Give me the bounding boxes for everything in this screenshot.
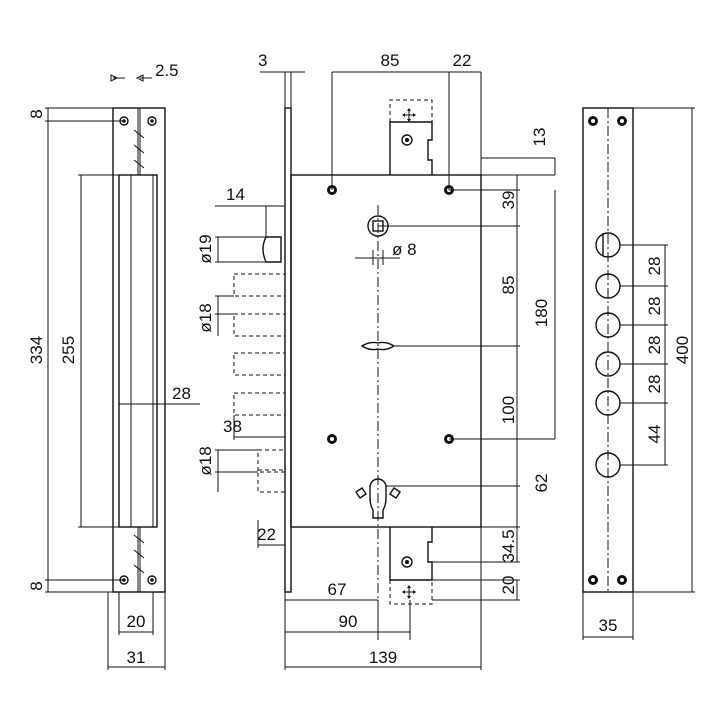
dim-dia18-b: ø18 xyxy=(196,446,215,475)
bottom-tab xyxy=(389,527,433,581)
dim-85-top: 85 xyxy=(381,51,400,70)
dim-31: 31 xyxy=(127,648,146,667)
dim-dia8: ø 8 xyxy=(392,240,417,259)
dim-28-b: 28 xyxy=(645,297,664,316)
side-faceplate xyxy=(112,107,166,593)
lock-case xyxy=(290,174,482,528)
dim-8-bottom: 8 xyxy=(27,581,46,590)
dim-334: 334 xyxy=(27,336,46,364)
dim-20: 20 xyxy=(127,612,146,631)
front-view: 3 85 22 13 14 39 ø19 ø 8 85 180 ø18 100 … xyxy=(196,51,556,670)
dim-35: 35 xyxy=(599,616,618,635)
dim-39: 39 xyxy=(499,191,518,210)
dim-180: 180 xyxy=(532,299,551,327)
dim-38: 38 xyxy=(223,417,242,436)
cylinder-cutout xyxy=(369,478,387,519)
dim-139: 139 xyxy=(369,648,397,667)
dim-100: 100 xyxy=(499,396,518,424)
dim-44: 44 xyxy=(645,425,664,444)
dim-13: 13 xyxy=(530,128,549,147)
latch-bolt xyxy=(262,236,282,263)
dim-dia18-a: ø18 xyxy=(196,303,215,332)
dim-28: 28 xyxy=(172,384,191,403)
top-tab xyxy=(389,121,433,175)
dim-22-bottom: 22 xyxy=(257,525,276,544)
side-view: 2.5 8 334 255 28 8 20 31 xyxy=(27,61,200,670)
front-plate xyxy=(284,107,292,593)
dim-8-top: 8 xyxy=(27,109,46,118)
dim-67: 67 xyxy=(328,580,347,599)
dim-20-front: 20 xyxy=(499,576,518,595)
cross-arrows-icon-bottom xyxy=(402,585,416,599)
dim-34-5: 34.5 xyxy=(499,529,518,562)
side-case xyxy=(118,174,158,528)
dim-28-d: 28 xyxy=(645,375,664,394)
dim-2-5: 2.5 xyxy=(155,61,179,80)
dim-3: 3 xyxy=(258,51,267,70)
faceplate-view: 28 28 28 28 44 400 35 xyxy=(582,107,695,640)
dim-62: 62 xyxy=(532,474,551,493)
dim-28-a: 28 xyxy=(645,257,664,276)
dim-85-mid: 85 xyxy=(499,276,518,295)
dim-90: 90 xyxy=(339,612,358,631)
dim-22-top: 22 xyxy=(453,51,472,70)
cross-arrows-icon xyxy=(402,108,416,122)
dim-400: 400 xyxy=(673,336,692,364)
dim-dia19: ø19 xyxy=(196,234,215,263)
dim-255: 255 xyxy=(59,336,78,364)
dim-28-c: 28 xyxy=(645,336,664,355)
dim-14: 14 xyxy=(226,185,245,204)
